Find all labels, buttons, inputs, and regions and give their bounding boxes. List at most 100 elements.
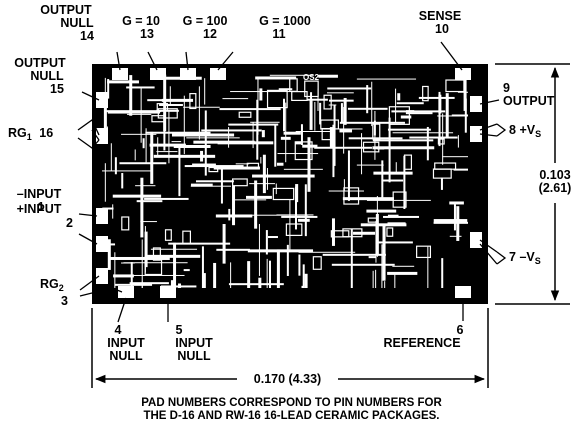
die-cell bbox=[189, 93, 197, 110]
die-trace bbox=[217, 141, 274, 145]
die-trace bbox=[107, 78, 110, 99]
die-trace bbox=[289, 199, 291, 253]
die-trace bbox=[268, 260, 271, 288]
dimension-width bbox=[91, 308, 489, 388]
die-trace bbox=[456, 206, 460, 241]
die-trace bbox=[145, 131, 211, 134]
die-cell bbox=[285, 223, 303, 236]
die-trace bbox=[342, 197, 394, 201]
pad5-name-line1: INPUT bbox=[175, 336, 213, 350]
die-trace bbox=[372, 146, 435, 150]
pad7-label: 7 –VS bbox=[509, 251, 541, 267]
die-trace bbox=[395, 88, 397, 123]
die-trace bbox=[134, 149, 136, 161]
die-trace bbox=[233, 199, 267, 201]
die-trace bbox=[381, 244, 383, 288]
die-trace bbox=[392, 132, 454, 134]
pad15-label: OUTPUT NULL 15 bbox=[2, 57, 78, 96]
die-cell bbox=[164, 229, 172, 241]
die-trace bbox=[387, 222, 406, 226]
width-dimension-label: 0.170 (4.33) bbox=[253, 372, 322, 386]
die-cell bbox=[266, 89, 288, 109]
pad5-number: 5 bbox=[175, 323, 183, 337]
die-trace bbox=[183, 95, 185, 155]
die-trace bbox=[171, 133, 235, 137]
pad8-name: +V bbox=[519, 123, 536, 137]
die-trace bbox=[250, 121, 280, 123]
die-trace bbox=[274, 124, 277, 167]
die-cell bbox=[157, 108, 178, 119]
die-trace bbox=[168, 242, 231, 245]
pad-pointer-lines bbox=[77, 41, 507, 323]
die-cell bbox=[437, 138, 445, 145]
pad4-label: 4 INPUT NULL bbox=[98, 324, 154, 363]
die-trace bbox=[150, 76, 202, 80]
pad4-name-line1: INPUT bbox=[107, 336, 145, 350]
die-cell bbox=[392, 191, 407, 208]
die-trace bbox=[259, 88, 263, 101]
height-dimension-label: 0.103 (2.61) bbox=[528, 169, 582, 195]
pad13-number: 13 bbox=[140, 27, 154, 41]
die-trace bbox=[159, 104, 183, 107]
die-trace bbox=[123, 262, 188, 264]
die-trace bbox=[366, 85, 369, 114]
die-trace bbox=[283, 131, 301, 135]
die-cell bbox=[320, 119, 339, 130]
die-trace bbox=[192, 163, 216, 166]
die-trace bbox=[109, 256, 170, 260]
die-trace bbox=[375, 269, 377, 288]
die-trace bbox=[235, 163, 250, 165]
die-cell bbox=[367, 217, 379, 223]
pad11-name: G = 1000 bbox=[259, 14, 311, 28]
die-cell bbox=[388, 106, 410, 125]
die-trace bbox=[230, 262, 232, 288]
die-trace bbox=[145, 128, 147, 163]
pad16-name-sub: 1 bbox=[26, 132, 32, 142]
die-trace bbox=[433, 221, 468, 224]
die-trace bbox=[255, 76, 297, 80]
die-trace bbox=[168, 110, 170, 164]
die-trace bbox=[110, 143, 112, 171]
die-trace bbox=[372, 270, 374, 288]
die-cell bbox=[304, 80, 319, 98]
die-trace bbox=[397, 93, 401, 101]
die-trace bbox=[127, 113, 152, 115]
die-cell bbox=[362, 141, 380, 153]
die-trace bbox=[260, 157, 262, 164]
die-trace bbox=[156, 151, 178, 153]
die-trace bbox=[328, 104, 337, 106]
pad12-name: G = 100 bbox=[182, 14, 228, 28]
die-trace bbox=[329, 127, 333, 148]
die-cell bbox=[416, 245, 432, 259]
height-mm: (2.61) bbox=[538, 181, 572, 195]
pad2-name: +INPUT bbox=[16, 202, 62, 216]
die-cell bbox=[312, 256, 322, 270]
die-trace bbox=[392, 265, 415, 267]
pad5-label: 5 INPUT NULL bbox=[170, 324, 218, 363]
die-trace bbox=[107, 239, 111, 270]
die-trace bbox=[276, 162, 284, 166]
die-trace bbox=[254, 180, 258, 229]
die-trace bbox=[186, 137, 240, 139]
die-trace bbox=[190, 183, 213, 187]
die-trace bbox=[376, 241, 413, 244]
die-trace bbox=[387, 271, 418, 275]
die-cell bbox=[342, 228, 363, 238]
die-trace bbox=[328, 190, 364, 192]
die-trace bbox=[198, 86, 200, 140]
die-trace bbox=[371, 81, 373, 127]
die-trace bbox=[384, 281, 386, 288]
die-trace bbox=[135, 185, 156, 187]
die-trace bbox=[457, 135, 459, 148]
dimension-height bbox=[495, 63, 570, 305]
pad1-label: –INPUT 1 bbox=[10, 188, 68, 214]
die-trace bbox=[304, 273, 308, 288]
die-trace bbox=[457, 91, 468, 93]
die-trace bbox=[173, 242, 177, 288]
die-trace bbox=[368, 256, 377, 259]
die-trace bbox=[157, 137, 159, 156]
die-trace bbox=[144, 231, 148, 268]
pad14-label: OUTPUT NULL 14 bbox=[26, 4, 106, 43]
die-trace bbox=[441, 258, 444, 288]
die-trace bbox=[163, 74, 167, 132]
